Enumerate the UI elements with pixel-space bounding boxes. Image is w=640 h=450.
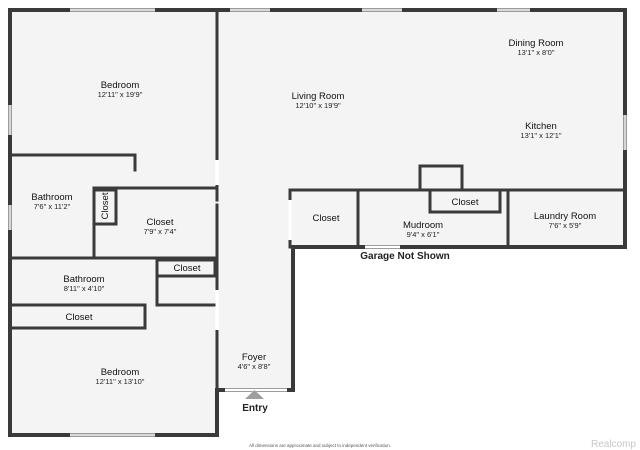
closet-vertical-box bbox=[92, 188, 118, 226]
room-name-living-room: Living Room bbox=[292, 91, 345, 102]
chimney-box bbox=[418, 164, 464, 192]
room-name-mudroom: Mudroom bbox=[403, 220, 443, 231]
room-dims-bathroom-left: 7'6" x 11'2" bbox=[34, 202, 71, 211]
entry-label: Entry bbox=[242, 403, 268, 414]
room-name-kitchen: Kitchen bbox=[525, 121, 557, 132]
room-dims-living-room: 12'10" x 19'9" bbox=[295, 101, 341, 110]
room-name-dining-room: Dining Room bbox=[509, 38, 564, 49]
room-dims-laundry-room: 7'6" x 5'9" bbox=[549, 221, 582, 230]
room-dims-mudroom: 9'4" x 6'1" bbox=[407, 230, 440, 239]
room-dims-foyer: 4'6" x 8'8" bbox=[238, 362, 271, 371]
room-name-closet-right: Closet bbox=[313, 213, 340, 224]
room-dims-kitchen: 13'1" x 12'1" bbox=[520, 131, 561, 140]
room-dims-bathroom-mid: 8'11" x 4'10" bbox=[64, 284, 105, 293]
room-name-laundry-room: Laundry Room bbox=[534, 211, 596, 222]
closet-mudroom-box bbox=[428, 188, 502, 214]
room-labels: Bedroom 12'11" x 19'9" Living Room 12'10… bbox=[31, 38, 596, 386]
room-name-bathroom-mid: Bathroom bbox=[63, 274, 104, 285]
room-dims-dining-room: 13'1" x 8'0" bbox=[518, 48, 555, 57]
room-dims-bedroom-top: 12'11" x 19'9" bbox=[98, 90, 143, 99]
brand-watermark: Realcomp bbox=[591, 439, 636, 450]
room-name-closet-small: Closet bbox=[174, 263, 201, 274]
room-name-closet-vertical: Closet bbox=[100, 192, 111, 219]
room-dims-closet-center: 7'9" x 7'4" bbox=[144, 227, 177, 236]
room-name-closet-center: Closet bbox=[147, 217, 174, 228]
room-name-bedroom-bottom: Bedroom bbox=[101, 367, 140, 378]
disclaimer-text: All dimensions are approximate and subje… bbox=[249, 443, 391, 448]
entry-arrow-icon bbox=[245, 390, 264, 399]
floor-area bbox=[10, 10, 625, 435]
room-name-foyer: Foyer bbox=[242, 352, 266, 363]
room-dims-bedroom-bottom: 12'11" x 13'10" bbox=[96, 377, 145, 386]
garage-note: Garage Not Shown bbox=[360, 251, 449, 262]
room-name-bedroom-top: Bedroom bbox=[101, 80, 140, 91]
openings bbox=[8, 8, 627, 437]
floor-fill bbox=[10, 10, 625, 435]
room-name-bathroom-left: Bathroom bbox=[31, 192, 72, 203]
room-name-closet-bottom: Closet bbox=[66, 312, 93, 323]
room-name-closet-mudroom: Closet bbox=[452, 197, 479, 208]
